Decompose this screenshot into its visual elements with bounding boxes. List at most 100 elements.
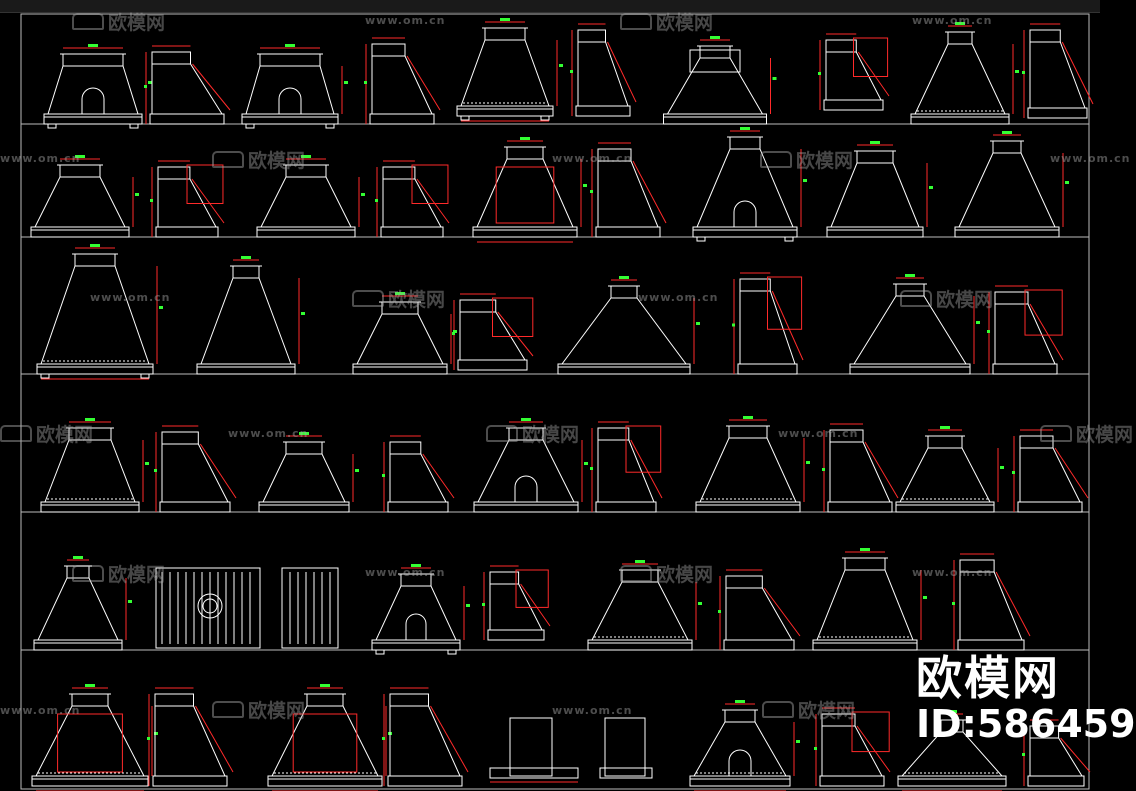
side-base — [1027, 107, 1088, 119]
hood-arch — [405, 613, 427, 640]
hood-body — [666, 57, 764, 115]
dimension-line — [497, 311, 534, 357]
dimension-label — [150, 199, 153, 202]
dimension-line — [630, 439, 663, 499]
hood-chimney — [62, 53, 124, 67]
side-box — [186, 164, 224, 204]
side-base — [595, 501, 657, 513]
dimension-label — [735, 700, 745, 703]
side-box — [853, 37, 889, 77]
hood-mantel — [473, 501, 579, 513]
hood-chimney — [306, 693, 344, 707]
hood-foot — [696, 236, 706, 242]
hood-mantel — [689, 775, 791, 787]
hood-mantel — [31, 775, 149, 787]
hood-body — [37, 577, 119, 641]
dimension-label — [732, 323, 735, 327]
side-box — [492, 297, 534, 337]
hood-chimney — [74, 253, 116, 267]
hood-mantel — [897, 775, 1007, 787]
hood-foot — [375, 649, 385, 655]
dimension-line — [632, 160, 667, 224]
side-chimney — [157, 166, 191, 180]
dimension-line — [192, 63, 231, 111]
side-base — [369, 113, 435, 125]
chimney-plinth — [599, 767, 653, 779]
dimension-label — [740, 127, 750, 130]
hood-chimney — [856, 150, 894, 164]
dimension-label — [743, 416, 753, 419]
hood-body — [375, 585, 457, 641]
side-body — [1019, 447, 1081, 503]
dimension-label — [619, 276, 629, 279]
side-body — [389, 453, 447, 503]
hood-mantel — [40, 501, 140, 513]
side-box — [515, 569, 549, 608]
side-box — [767, 276, 803, 330]
side-chimney — [489, 571, 520, 585]
hood-mantel — [352, 363, 448, 375]
dimension-label — [466, 604, 470, 607]
dimension-line — [864, 441, 899, 499]
hood-chimney — [66, 565, 90, 579]
hood-body — [245, 65, 335, 115]
fire-box — [495, 166, 555, 224]
screen-side — [281, 567, 339, 649]
hood-arch — [278, 87, 302, 114]
hood-chimney — [506, 146, 544, 160]
side-base — [152, 775, 228, 787]
hood-body — [260, 176, 352, 228]
side-box — [851, 711, 890, 753]
dimension-label — [159, 306, 163, 309]
hood-mantel — [33, 639, 123, 651]
cad-drawing-canvas[interactable] — [0, 0, 1100, 791]
hood-chimney — [621, 569, 659, 583]
dimension-label — [1000, 466, 1004, 469]
side-base — [819, 775, 885, 787]
hood-chimney — [610, 285, 638, 299]
dimension-label — [955, 22, 965, 25]
dimension-label — [718, 610, 721, 613]
hood-mantel — [43, 113, 143, 125]
dimension-label — [559, 64, 563, 67]
hood-body — [899, 447, 991, 503]
hood-mantel — [692, 226, 798, 238]
hood-chimney — [947, 31, 973, 45]
side-base — [1017, 501, 1083, 513]
dimension-label — [976, 321, 980, 324]
side-base — [723, 639, 795, 651]
side-base — [1027, 775, 1085, 787]
hood-foot — [784, 236, 794, 242]
side-base — [737, 363, 798, 375]
dimension-line — [422, 453, 455, 499]
dimension-line — [199, 443, 237, 499]
fire-box — [292, 713, 358, 773]
dimension-label — [570, 70, 573, 73]
hood-chimney — [68, 427, 112, 441]
dimension-label — [929, 186, 933, 189]
side-base — [457, 359, 528, 371]
hood-mantel — [30, 226, 130, 238]
dimension-label — [952, 602, 955, 605]
side-chimney — [725, 575, 763, 589]
side-body — [154, 705, 226, 777]
side-base — [957, 639, 1025, 651]
dimension-label — [860, 548, 870, 551]
hood-body — [561, 297, 687, 365]
model-id: ID:586459 — [916, 702, 1136, 746]
side-body — [959, 571, 1023, 641]
hood-arch — [514, 475, 538, 502]
side-chimney — [825, 39, 857, 53]
dimension-label — [411, 564, 421, 567]
dimension-label — [940, 426, 950, 429]
side-body — [597, 160, 659, 228]
side-base — [387, 501, 449, 513]
dimension-line — [191, 178, 225, 224]
hood-chimney — [724, 709, 756, 723]
side-base — [159, 501, 231, 513]
dimension-label — [453, 330, 457, 333]
side-chimney — [1019, 435, 1054, 449]
fire-box — [57, 713, 123, 773]
hood-body — [699, 437, 797, 503]
dimension-label — [1022, 71, 1025, 74]
